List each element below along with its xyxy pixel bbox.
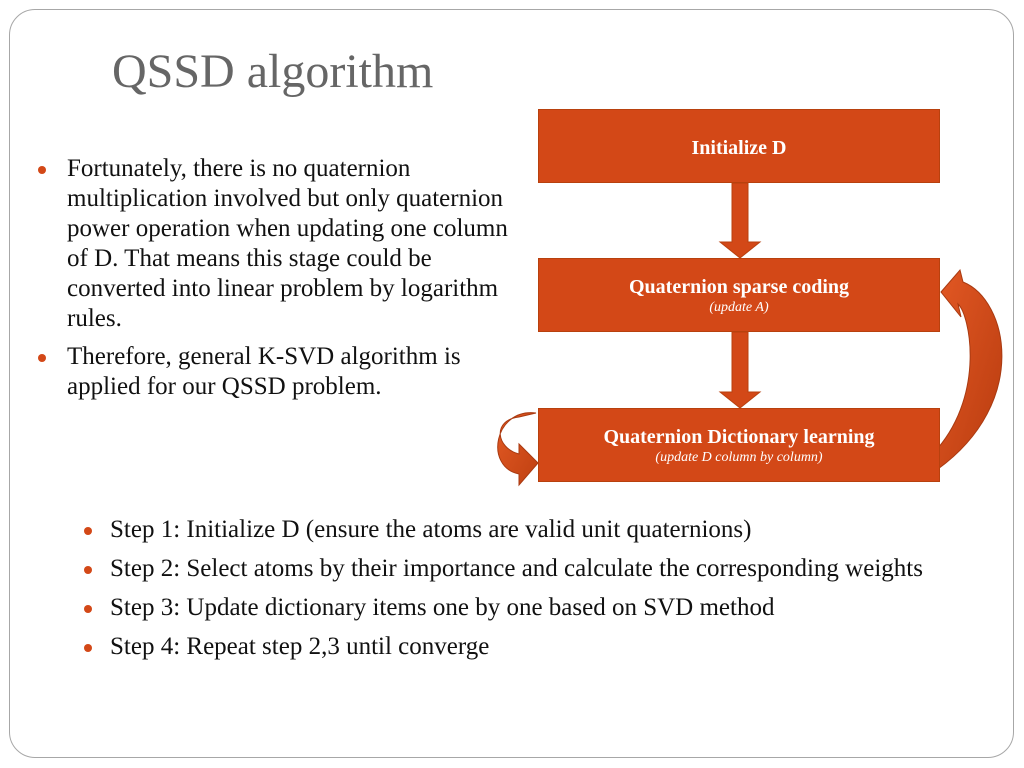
node-dictionary-learning-title: Quaternion Dictionary learning	[603, 426, 875, 448]
node-quaternion-sparse-coding: Quaternion sparse coding (update A)	[538, 258, 940, 332]
bullet-item-2: Therefore, general K-SVD algorithm is ap…	[36, 342, 526, 402]
step-item-1: Step 1: Initialize D (ensure the atoms a…	[82, 515, 932, 545]
step-item-4: Step 4: Repeat step 2,3 until converge	[82, 632, 932, 662]
node-quaternion-dictionary-learning: Quaternion Dictionary learning (update D…	[538, 408, 940, 482]
step-list: Step 1: Initialize D (ensure the atoms a…	[82, 515, 932, 671]
step-item-3: Step 3: Update dictionary items one by o…	[82, 593, 932, 623]
node-initialize-d: Initialize D	[538, 109, 940, 183]
node-sparse-coding-title: Quaternion sparse coding	[628, 276, 850, 298]
node-sparse-coding-subtitle: (update A)	[709, 300, 769, 315]
node-dictionary-learning-subtitle: (update D column by column)	[655, 450, 823, 465]
slide-title: QSSD algorithm	[112, 45, 434, 98]
node-initialize-d-title: Initialize D	[691, 137, 787, 159]
slide-frame	[9, 9, 1014, 758]
bullet-list: Fortunately, there is no quaternion mult…	[36, 154, 526, 410]
step-item-2: Step 2: Select atoms by their importance…	[82, 554, 932, 584]
bullet-item-1: Fortunately, there is no quaternion mult…	[36, 154, 526, 334]
